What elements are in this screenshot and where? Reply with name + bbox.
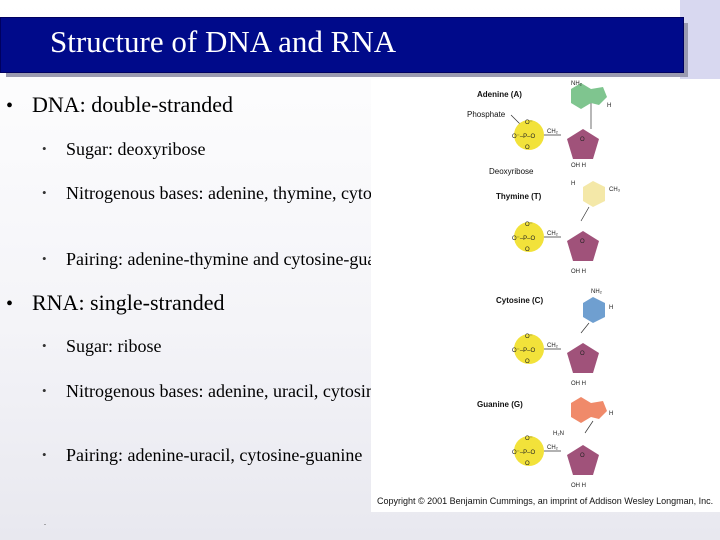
adenine-ring-5 — [591, 87, 607, 105]
nucleotide-figure: Adenine (A) Phosphate O⁻ O⁻–P–O O CH₂ O … — [371, 79, 720, 512]
adenine-ring-6 — [571, 83, 591, 109]
footer-mark: . — [44, 518, 46, 527]
label-deoxyribose: Deoxyribose — [489, 167, 534, 176]
sub-bullet-text: Nitrogenous bases: adenine, uracil, cyto… — [66, 381, 449, 401]
sugar-pentagon — [567, 231, 599, 261]
label-phosphate: Phosphate — [467, 110, 506, 119]
svg-text:O⁻–P–O: O⁻–P–O — [512, 134, 536, 140]
sugar-pentagon — [567, 445, 599, 475]
svg-text:NH₂: NH₂ — [591, 289, 603, 295]
sugar-pentagon — [567, 129, 599, 159]
svg-text:CH₃: CH₃ — [609, 187, 621, 193]
sub-bullet-text: Sugar: ribose — [66, 336, 162, 356]
phosphate-circle — [514, 436, 544, 466]
pointer-line — [510, 114, 522, 126]
thymine-nucleotide: Thymine (T) CH₃ H O⁻ O⁻–P–O O CH₂ O OH H — [496, 181, 621, 275]
svg-text:CH₂: CH₂ — [547, 343, 559, 349]
svg-text:O: O — [580, 239, 585, 245]
svg-text:O: O — [580, 453, 585, 459]
sugar-pentagon — [567, 343, 599, 373]
cytosine-ring — [583, 297, 605, 323]
label-thymine: Thymine (T) — [496, 192, 542, 201]
svg-text:H: H — [571, 181, 575, 187]
sub-bullet-text: Pairing: adenine-uracil, cytosine-guanin… — [66, 445, 363, 465]
guanine-ring-6 — [571, 397, 591, 423]
sub-bullet-dna-bases: • Nitrogenous bases: adenine, thymine, c… — [42, 182, 492, 204]
svg-text:O: O — [525, 247, 530, 253]
bullet-rna-text: RNA: single-stranded — [32, 290, 225, 315]
guanine-ring-5 — [591, 401, 607, 419]
sub-bullet-dna-sugar: • Sugar: deoxyribose — [42, 138, 492, 160]
sub-bullet-text: Sugar: deoxyribose — [66, 139, 206, 159]
svg-text:OH H: OH H — [571, 381, 586, 387]
sub-bullet-dot: • — [42, 251, 47, 266]
sub-bullet-rna-bases: • Nitrogenous bases: adenine, uracil, cy… — [42, 380, 492, 402]
svg-text:CH₂: CH₂ — [547, 129, 559, 135]
svg-text:H: H — [607, 103, 611, 109]
bullet-dna: • DNA: double-stranded — [6, 92, 233, 118]
svg-text:O: O — [525, 359, 530, 365]
svg-text:H: H — [609, 411, 613, 417]
svg-text:O⁻: O⁻ — [525, 334, 533, 340]
svg-text:O⁻–P–O: O⁻–P–O — [512, 236, 536, 242]
svg-text:O⁻: O⁻ — [525, 436, 533, 442]
svg-text:CH₂: CH₂ — [547, 445, 559, 451]
sub-bullet-dot: • — [42, 447, 47, 462]
svg-text:O: O — [580, 137, 585, 143]
svg-text:O⁻: O⁻ — [525, 120, 533, 126]
svg-text:H₂N: H₂N — [553, 431, 564, 437]
sub-bullet-dot: • — [42, 141, 47, 156]
svg-text:OH H: OH H — [571, 483, 586, 489]
svg-text:O⁻: O⁻ — [525, 222, 533, 228]
guanine-nucleotide: Guanine (G) H₂N H O⁻ O⁻–P–O O CH₂ O OH H — [477, 397, 613, 489]
sub-bullet-rna-sugar: • Sugar: ribose — [42, 335, 492, 357]
svg-text:O⁻–P–O: O⁻–P–O — [512, 450, 536, 456]
label-adenine: Adenine (A) — [477, 90, 522, 99]
label-guanine: Guanine (G) — [477, 400, 523, 409]
phosphate-circle — [514, 120, 544, 150]
svg-text:O: O — [525, 461, 530, 467]
svg-text:CH₂: CH₂ — [547, 231, 559, 237]
bullet-rna: • RNA: single-stranded — [6, 290, 224, 316]
slide-title: Structure of DNA and RNA — [50, 24, 397, 59]
svg-text:OH H: OH H — [571, 163, 586, 169]
svg-text:OH H: OH H — [571, 269, 586, 275]
sub-bullet-dot: • — [42, 338, 47, 353]
sub-bullet-dot: • — [42, 383, 47, 398]
bullet-dna-text: DNA: double-stranded — [32, 92, 234, 117]
sub-bullet-text: Nitrogenous bases: adenine, thymine, cyt… — [66, 183, 467, 203]
sub-bullet-text: Pairing: adenine-thymine and cytosine-gu… — [66, 249, 407, 269]
title-bar — [0, 17, 684, 73]
thymine-ring — [583, 181, 605, 207]
svg-text:O⁻–P–O: O⁻–P–O — [512, 348, 536, 354]
sub-bullet-rna-pairing: • Pairing: adenine-uracil, cytosine-guan… — [42, 444, 492, 466]
sub-bullet-dot: • — [42, 185, 47, 200]
phosphate-circle — [514, 222, 544, 252]
svg-text:O: O — [525, 145, 530, 151]
figure-credit: Copyright © 2001 Benjamin Cummings, an i… — [377, 496, 714, 506]
adenine-nucleotide: Adenine (A) Phosphate O⁻ O⁻–P–O O CH₂ O … — [467, 81, 611, 176]
label-cytosine: Cytosine (C) — [496, 296, 543, 305]
svg-text:NH₂: NH₂ — [571, 81, 583, 87]
svg-text:O: O — [580, 351, 585, 357]
svg-text:H: H — [609, 305, 613, 311]
nucleotide-diagram: Adenine (A) Phosphate O⁻ O⁻–P–O O CH₂ O … — [467, 81, 621, 489]
cytosine-nucleotide: Cytosine (C) NH₂ H O⁻ O⁻–P–O O CH₂ O OH … — [496, 289, 613, 387]
bullet-dot: • — [6, 293, 14, 315]
sub-bullet-dna-pairing: • Pairing: adenine-thymine and cytosine-… — [42, 248, 492, 270]
bullet-dot: • — [6, 95, 14, 117]
phosphate-circle — [514, 334, 544, 364]
